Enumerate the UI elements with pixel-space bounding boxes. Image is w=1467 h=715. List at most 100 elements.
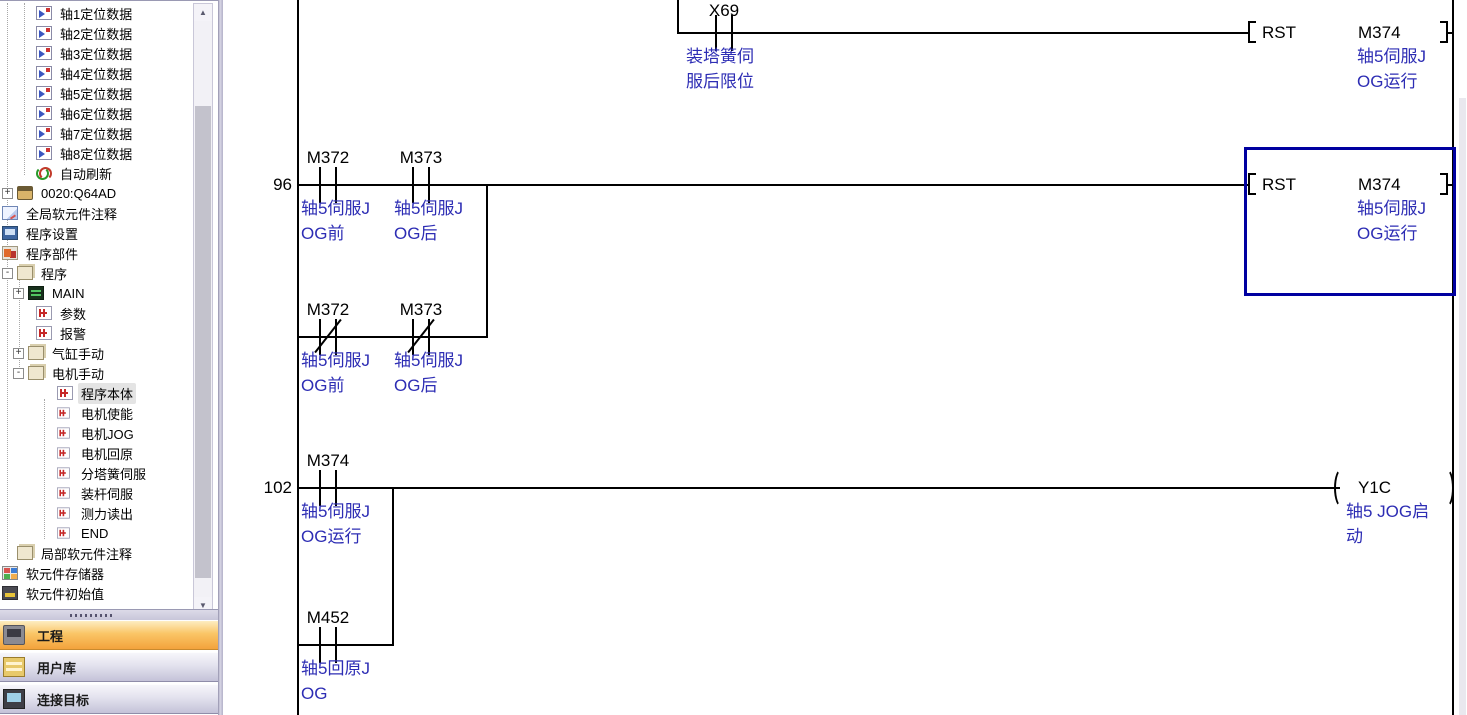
contact-x69[interactable] bbox=[715, 15, 733, 51]
rung-line bbox=[677, 32, 1250, 34]
nav-button-user-library[interactable]: 用户库 bbox=[0, 652, 218, 682]
device-comment: 轴5伺服J OG后 bbox=[394, 199, 463, 243]
ladder-program-icon bbox=[57, 386, 73, 400]
tree-item-motor-home[interactable]: 电机回原 bbox=[0, 443, 192, 463]
instruction-mnemonic: RST bbox=[1262, 175, 1296, 194]
tree-item-parameter[interactable]: 参数 bbox=[0, 303, 192, 323]
tree-item-end[interactable]: END bbox=[0, 523, 192, 543]
positioning-data-icon bbox=[36, 66, 52, 80]
nav-button-connection-destination[interactable]: 连接目标 bbox=[0, 684, 218, 714]
tree-item-force-readout[interactable]: 测力读出 bbox=[0, 503, 192, 523]
tree-item-axis4-positioning-data[interactable]: 轴4定位数据 bbox=[0, 63, 192, 83]
ladder-program-icon bbox=[57, 507, 70, 519]
user-library-icon bbox=[3, 657, 25, 677]
positioning-data-icon bbox=[36, 86, 52, 100]
tree-item-axis8-positioning-data[interactable]: 轴8定位数据 bbox=[0, 143, 192, 163]
tree-item-axis6-positioning-data[interactable]: 轴6定位数据 bbox=[0, 103, 192, 123]
instruction-mnemonic: RST bbox=[1262, 23, 1296, 42]
tree-item-program-parts[interactable]: 程序部件 bbox=[0, 243, 192, 263]
nav-button-project[interactable]: 工程 bbox=[0, 620, 218, 650]
expand-plus-icon[interactable]: + bbox=[13, 347, 24, 359]
tree-item-motor-jog[interactable]: 电机JOG bbox=[0, 423, 192, 443]
contact-m452-no[interactable] bbox=[319, 627, 337, 663]
tree-item-alarm[interactable]: 报警 bbox=[0, 323, 192, 343]
contact-m372-no[interactable] bbox=[319, 167, 337, 203]
tree-item-global-device-comment[interactable]: 全局软元件注释 bbox=[0, 203, 192, 223]
connection-destination-icon bbox=[3, 689, 25, 709]
step-number: 96 bbox=[273, 175, 292, 194]
branch-line bbox=[392, 487, 394, 646]
expand-plus-icon[interactable]: + bbox=[2, 187, 13, 199]
panel-splitter[interactable] bbox=[0, 609, 218, 621]
tree-item-cylinder-manual[interactable]: +气缸手动 bbox=[0, 343, 192, 363]
program-folder-icon bbox=[28, 346, 44, 360]
rung-line bbox=[297, 184, 1250, 186]
tree-item-split-tower-servo[interactable]: 分塔簧伺服 bbox=[0, 463, 192, 483]
open-bracket-icon bbox=[1248, 173, 1256, 195]
positioning-data-icon bbox=[36, 46, 52, 60]
local-comment-icon bbox=[17, 546, 33, 560]
device-comment: 轴5 JOG启 动 bbox=[1346, 502, 1430, 546]
tree-connector-line bbox=[19, 279, 20, 379]
ladder-program-icon bbox=[57, 527, 70, 539]
tree-item-axis3-positioning-data[interactable]: 轴3定位数据 bbox=[0, 43, 192, 63]
sidebar-divider[interactable] bbox=[218, 0, 223, 715]
contact-m374-no[interactable] bbox=[319, 470, 337, 506]
scrollbar-thumb[interactable] bbox=[195, 106, 211, 578]
selected-cell-highlight bbox=[1244, 147, 1456, 296]
left-bus-bar bbox=[297, 0, 299, 715]
contact-m373-no[interactable] bbox=[412, 167, 430, 203]
tree-item-program[interactable]: -程序 bbox=[0, 263, 192, 283]
instruction-operand: M374 bbox=[1358, 175, 1401, 194]
tree-item-q64ad-module[interactable]: +0020:Q64AD bbox=[0, 183, 192, 203]
expand-minus-icon[interactable]: - bbox=[13, 367, 24, 379]
tree-item-axis7-positioning-data[interactable]: 轴7定位数据 bbox=[0, 123, 192, 143]
device-comment: 轴5伺服J OG运行 bbox=[301, 502, 370, 546]
device-label: M373 bbox=[399, 148, 443, 167]
branch-line bbox=[486, 184, 488, 338]
device-comment: 轴5伺服J OG前 bbox=[301, 199, 370, 243]
expand-minus-icon[interactable]: - bbox=[2, 267, 13, 279]
editor-scrollbar-sliver[interactable] bbox=[1459, 98, 1466, 715]
tree-item-program-setting[interactable]: 程序设置 bbox=[0, 223, 192, 243]
main-program-icon bbox=[28, 286, 44, 300]
open-bracket-icon bbox=[1248, 21, 1256, 43]
positioning-data-icon bbox=[36, 126, 52, 140]
contact-m372-nc[interactable] bbox=[314, 318, 342, 355]
tree-item-auto-refresh[interactable]: 自动刷新 bbox=[0, 163, 192, 183]
parallel-branch-line bbox=[297, 644, 394, 646]
tree-item-motor-enable[interactable]: 电机使能 bbox=[0, 403, 192, 423]
right-bus-bar bbox=[1452, 0, 1454, 715]
tree-item-axis5-positioning-data[interactable]: 轴5定位数据 bbox=[0, 83, 192, 103]
tree-connector-line bbox=[7, 3, 8, 559]
module-icon bbox=[17, 186, 33, 200]
device-memory-icon bbox=[2, 566, 18, 580]
device-label: X69 bbox=[708, 1, 740, 20]
program-pou-icon bbox=[17, 266, 33, 280]
bracket-connector bbox=[1446, 184, 1453, 186]
branch-line bbox=[677, 0, 679, 34]
device-comment: 轴5伺服J OG前 bbox=[301, 351, 370, 395]
device-label: M374 bbox=[306, 451, 350, 470]
ladder-editor[interactable]: X69 装塔簧伺 服后限位 RST M374 轴5伺服J OG运行 96 M37… bbox=[223, 0, 1467, 715]
tree-item-local-device-comment[interactable]: 局部软元件注释 bbox=[0, 543, 192, 563]
scroll-up-icon[interactable]: ▲ bbox=[194, 4, 212, 21]
tree-item-main[interactable]: +MAIN bbox=[0, 283, 192, 303]
contact-m373-nc[interactable] bbox=[407, 318, 435, 355]
device-comment: 装塔簧伺 服后限位 bbox=[686, 47, 754, 91]
tree-item-axis1-positioning-data[interactable]: 轴1定位数据 bbox=[0, 3, 192, 23]
device-label: M372 bbox=[306, 300, 350, 319]
tree-item-device-memory[interactable]: 软元件存储器 bbox=[0, 563, 192, 583]
program-parts-icon bbox=[2, 246, 18, 260]
tree-item-rod-servo[interactable]: 装杆伺服 bbox=[0, 483, 192, 503]
tree-item-motor-manual[interactable]: -电机手动 bbox=[0, 363, 192, 383]
ladder-program-icon bbox=[36, 326, 52, 340]
ladder-program-icon bbox=[57, 407, 70, 419]
tree-item-device-initial-value[interactable]: 软元件初始值 bbox=[0, 583, 192, 603]
expand-plus-icon[interactable]: + bbox=[13, 287, 24, 299]
tree-scrollbar[interactable]: ▲ ▼ bbox=[193, 3, 213, 615]
tree-item-program-body[interactable]: 程序本体 bbox=[0, 382, 192, 404]
tree-item-axis2-positioning-data[interactable]: 轴2定位数据 bbox=[0, 23, 192, 43]
positioning-data-icon bbox=[36, 146, 52, 160]
